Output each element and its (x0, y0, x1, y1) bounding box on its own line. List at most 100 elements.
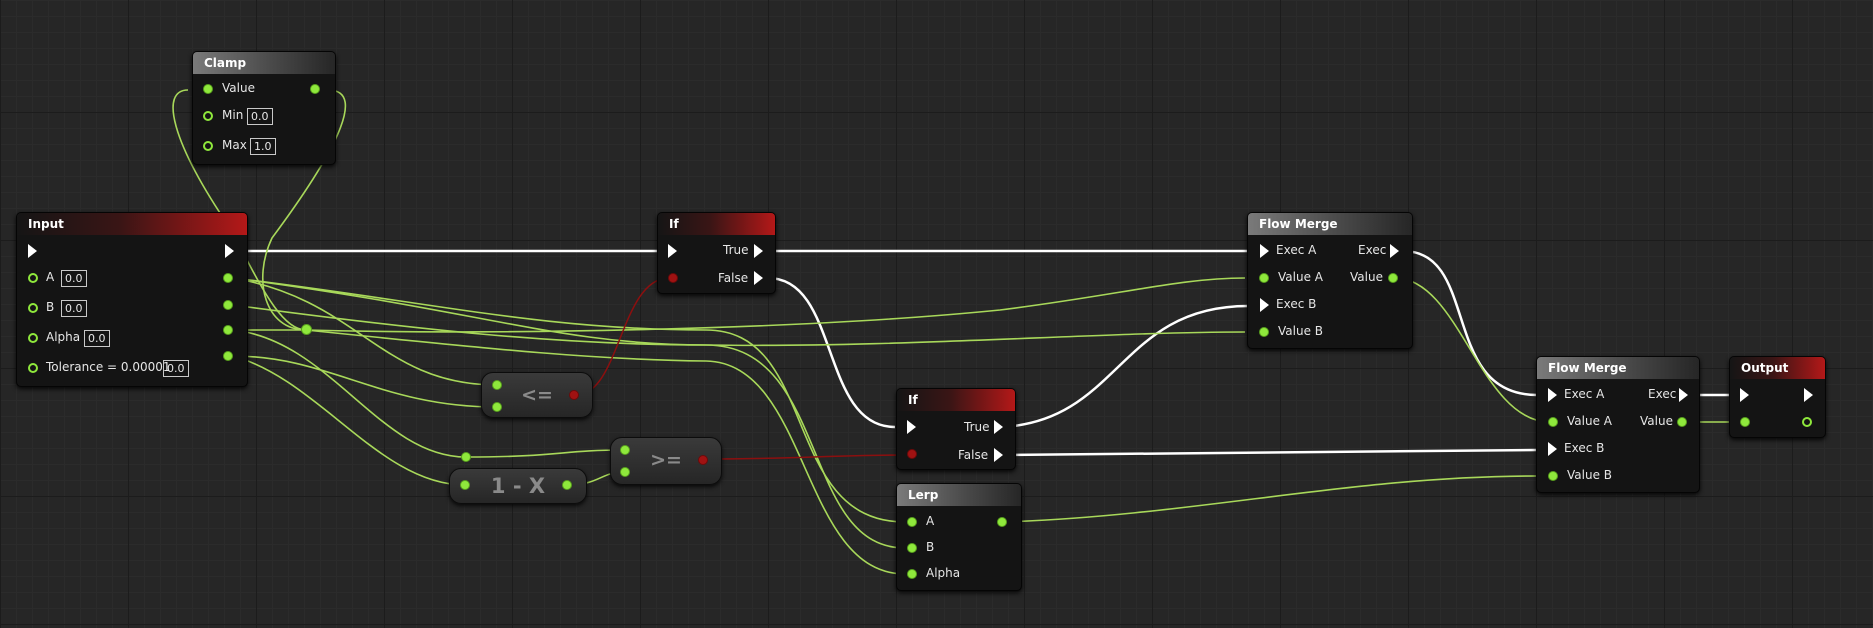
le-b-pin[interactable] (492, 402, 502, 412)
input-a-label: A (46, 270, 55, 284)
clamp-min-label: Min (222, 108, 244, 122)
output-exec-out-pin[interactable] (1804, 388, 1813, 402)
flow-merge-node-1[interactable]: Flow Merge (1247, 212, 1413, 349)
flowmerge1-value-b-label: Value B (1278, 324, 1323, 338)
clamp-title: Clamp (193, 52, 335, 74)
flowmerge1-exec-out-pin[interactable] (1390, 244, 1399, 258)
input-tolerance-pin[interactable] (28, 363, 38, 373)
lerp-b-label: B (926, 540, 935, 554)
wire-alpha-to-lerp-alpha (305, 329, 906, 575)
one-minus-out-pin[interactable] (562, 480, 572, 490)
input-tolerance-field[interactable]: 0.0 (163, 360, 189, 377)
if2-false-pin[interactable] (994, 448, 1003, 462)
if1-false-label: False (718, 271, 749, 285)
reroute-knot[interactable] (301, 324, 312, 335)
input-exec-out-pin[interactable] (225, 244, 234, 258)
if2-exec-in-pin[interactable] (907, 420, 916, 434)
wire-b-to-ge-a (232, 329, 626, 458)
wire-tolerance-to-oneminus (232, 355, 466, 486)
wire-tolerance-to-le-b (232, 355, 498, 408)
flowmerge2-exec-b-pin[interactable] (1548, 442, 1557, 456)
input-title: Input (17, 213, 247, 235)
flowmerge2-exec-out-label: Exec (1648, 387, 1677, 401)
lerp-title: Lerp (897, 484, 1021, 506)
wire-lerp-to-flowmerge2-value-b (1004, 475, 1538, 523)
if1-exec-in-pin[interactable] (668, 244, 677, 258)
input-a-field[interactable]: 0.0 (61, 270, 87, 287)
lerp-alpha-pin[interactable] (907, 569, 917, 579)
flowmerge2-exec-b-label: Exec B (1564, 441, 1605, 455)
input-a-pin[interactable] (28, 273, 38, 283)
flowmerge2-value-out-pin[interactable] (1677, 417, 1687, 427)
clamp-max-label: Max (222, 138, 247, 152)
flowmerge1-exec-a-pin[interactable] (1260, 244, 1269, 258)
flow-merge-node-2[interactable]: Flow Merge (1536, 356, 1700, 493)
output-exec-in-pin[interactable] (1740, 388, 1749, 402)
input-alpha-field[interactable]: 0.0 (84, 330, 110, 347)
if2-title: If (897, 389, 1015, 411)
if1-title: If (658, 213, 775, 235)
clamp-value-in-pin[interactable] (203, 84, 213, 94)
bool-wire-ge-to-if2 (702, 454, 913, 460)
if1-condition-pin[interactable] (668, 273, 678, 283)
if1-true-pin[interactable] (754, 244, 763, 258)
input-out-pin-3[interactable] (223, 325, 233, 335)
output-value-out-pin[interactable] (1802, 417, 1812, 427)
input-node[interactable]: Input (16, 212, 248, 387)
flowmerge2-exec-a-label: Exec A (1564, 387, 1605, 401)
input-out-pin-2[interactable] (223, 300, 233, 310)
exec-wire-if2-true-to-flowmerge1 (1002, 304, 1249, 429)
input-b-field[interactable]: 0.0 (61, 300, 87, 317)
ge-a-pin[interactable] (620, 445, 630, 455)
flowmerge1-exec-b-label: Exec B (1276, 297, 1317, 311)
input-out-pin-1[interactable] (223, 273, 233, 283)
input-alpha-pin[interactable] (28, 333, 38, 343)
input-alpha-label: Alpha (46, 330, 81, 344)
flowmerge1-value-b-pin[interactable] (1259, 327, 1269, 337)
if2-condition-pin[interactable] (907, 449, 917, 459)
clamp-max-pin[interactable] (203, 141, 213, 151)
if1-true-label: True (723, 243, 749, 257)
exec-wire-if2-false-to-flowmerge2 (1002, 448, 1538, 457)
clamp-value-out-pin[interactable] (310, 84, 320, 94)
wire-a-to-le-a (232, 277, 498, 386)
input-out-pin-4[interactable] (223, 351, 233, 361)
flowmerge1-exec-a-label: Exec A (1276, 243, 1317, 257)
le-a-pin[interactable] (492, 380, 502, 390)
input-tolerance-label: Tolerance = 0.00001 (46, 360, 171, 374)
ge-input-knot[interactable] (461, 452, 471, 462)
ge-b-pin[interactable] (620, 467, 630, 477)
flowmerge2-value-a-pin[interactable] (1548, 417, 1558, 427)
if2-true-label: True (964, 420, 990, 434)
lerp-node[interactable]: Lerp (896, 483, 1022, 591)
if2-true-pin[interactable] (994, 420, 1003, 434)
lerp-b-pin[interactable] (907, 543, 917, 553)
flowmerge1-value-out-pin[interactable] (1388, 273, 1398, 283)
clamp-min-field[interactable]: 0.0 (247, 108, 273, 125)
flowmerge2-value-b-pin[interactable] (1548, 471, 1558, 481)
flowmerge2-title: Flow Merge (1537, 357, 1699, 379)
ge-out-pin[interactable] (698, 455, 708, 465)
input-b-label: B (46, 300, 55, 314)
exec-wire-flowmerge1-to-flowmerge2 (1402, 249, 1538, 397)
flowmerge2-exec-a-pin[interactable] (1548, 388, 1557, 402)
lerp-out-pin[interactable] (997, 517, 1007, 527)
if1-false-pin[interactable] (754, 271, 763, 285)
flowmerge2-exec-out-pin[interactable] (1679, 388, 1688, 402)
clamp-value-label: Value (222, 81, 255, 95)
input-b-pin[interactable] (28, 303, 38, 313)
output-value-in-pin[interactable] (1740, 417, 1750, 427)
lerp-a-label: A (926, 514, 935, 528)
flowmerge1-value-a-pin[interactable] (1259, 273, 1269, 283)
clamp-max-field[interactable]: 1.0 (250, 138, 276, 155)
ge-node[interactable]: >= (610, 437, 722, 485)
le-out-pin[interactable] (569, 390, 579, 400)
lerp-a-pin[interactable] (907, 517, 917, 527)
wire-flowmerge1-value-to-flowmerge2-value-a (1394, 277, 1551, 423)
clamp-min-pin[interactable] (203, 111, 213, 121)
flowmerge1-exec-b-pin[interactable] (1260, 298, 1269, 312)
one-minus-in-pin[interactable] (460, 480, 470, 490)
input-exec-in-pin[interactable] (28, 244, 37, 258)
output-title: Output (1730, 357, 1825, 379)
if2-false-label: False (958, 448, 989, 462)
